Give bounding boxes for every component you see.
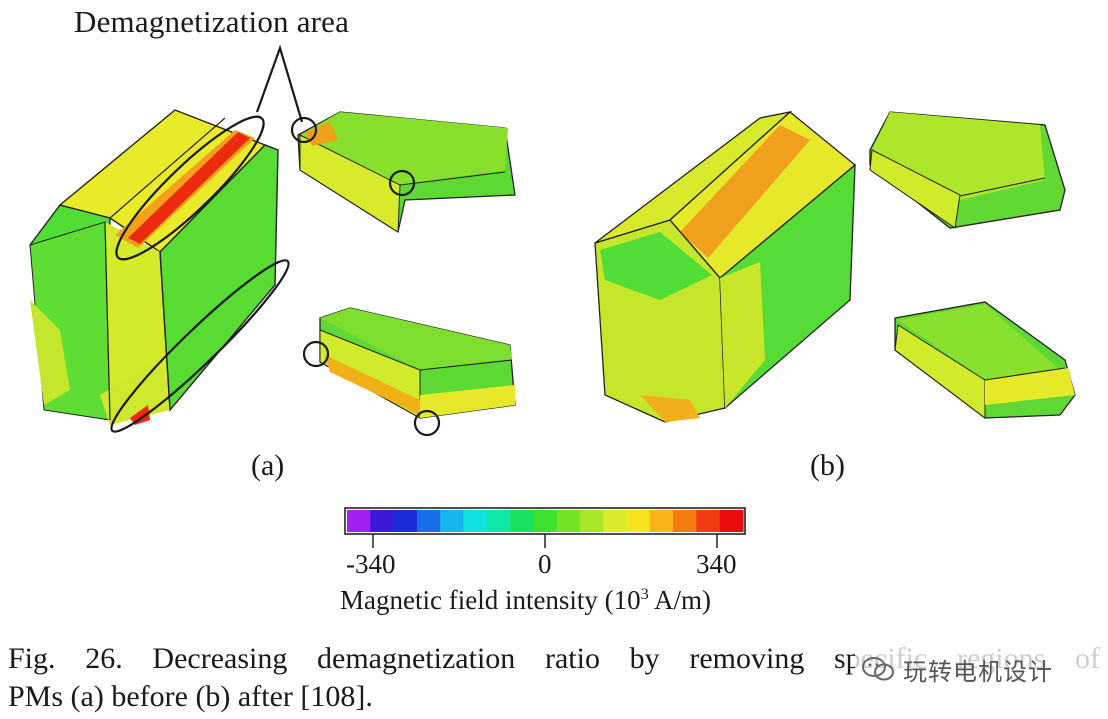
- panel-b-small-magnet-top: [869, 111, 1066, 229]
- colorbar-title-exponent: 3: [640, 586, 649, 603]
- colorbar-cell: [347, 510, 371, 532]
- watermark: 玩转电机设计: [855, 646, 1106, 692]
- colorbar-cell: [486, 510, 511, 532]
- colorbar-cell: [416, 510, 441, 532]
- demagnetization-area-label: Demagnetization area: [74, 4, 350, 39]
- panel-label-a: (a): [251, 449, 285, 482]
- colorbar-cell: [696, 510, 721, 532]
- colorbar-cell: [649, 510, 674, 532]
- panel-b-small-magnet-bottom: [894, 301, 1076, 420]
- colorbar-cell: [626, 510, 651, 532]
- panel-a-large-magnet: [29, 109, 279, 425]
- colorbar-cell: [556, 510, 581, 532]
- panel-label-b: (b): [810, 449, 845, 482]
- colorbar-cell: [579, 510, 604, 532]
- colorbar-title-suffix: A/m): [648, 585, 711, 615]
- panel-a-small-magnet-bottom: [319, 307, 516, 419]
- colorbar-cell: [510, 510, 534, 532]
- colorbar-tick-min: -340: [346, 549, 396, 579]
- colorbar-title: Magnetic field intensity (103 A/m): [340, 585, 711, 616]
- colorbar-title-prefix: Magnetic field intensity (10: [340, 585, 641, 615]
- colorbar-cell: [463, 510, 488, 532]
- colorbar-cell: [370, 510, 395, 532]
- colorbar-cell: [673, 510, 698, 532]
- pm-demagnetization-figure: [29, 44, 1076, 548]
- colorbar-tick-zero: 0: [538, 549, 552, 579]
- colorbar-cell: [603, 510, 628, 532]
- colorbar: [344, 507, 746, 548]
- colorbar-tick-max: 340: [696, 549, 737, 579]
- demagnetization-markers: [110, 44, 441, 437]
- colorbar-cell: [440, 510, 465, 532]
- watermark-logo-icon: [862, 657, 894, 681]
- watermark-text: 玩转电机设计: [903, 657, 1053, 686]
- colorbar-cell: [393, 510, 418, 532]
- panel-b-large-magnet: [594, 110, 857, 423]
- colorbar-cell: [533, 510, 558, 532]
- caption-line-2: PMs (a) before (b) after [108].: [8, 680, 373, 713]
- colorbar-cell: [719, 510, 744, 532]
